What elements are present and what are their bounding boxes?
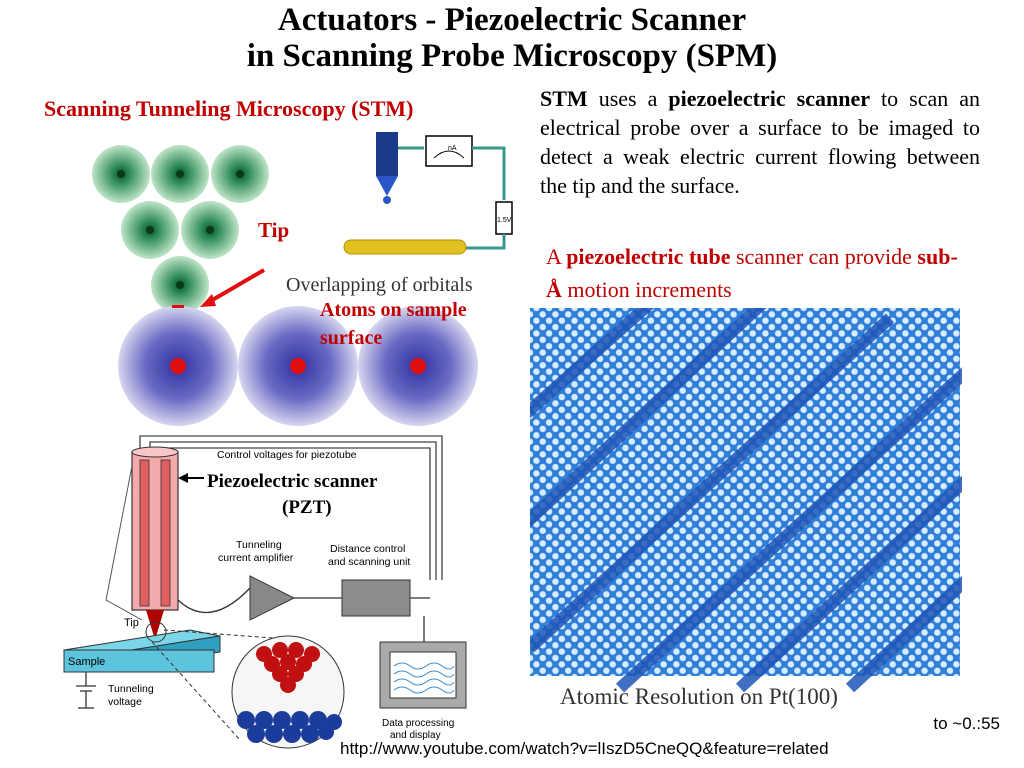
pzt-label-2: (PZT) — [282, 497, 332, 518]
atomic-resolution-image: Atomic Resolution on Pt(100) — [530, 308, 962, 709]
stm-text-2: to scan an electrical probe over a surfa… — [540, 86, 980, 198]
sample-atoms — [118, 305, 478, 426]
piezo-tube — [131, 446, 179, 640]
sub-angstrom-term: sub-Å — [546, 244, 958, 302]
tip-label-circuit: Tip — [124, 617, 139, 629]
overlap-label: Overlapping of orbitals — [286, 274, 473, 296]
sample-label: Sample — [68, 656, 105, 668]
piezo-scanner-term: piezoelectric scanner — [668, 86, 870, 111]
tip-atoms — [92, 145, 269, 314]
data-label-2: and display — [390, 730, 441, 741]
stm-circuit: nA 1.5V — [343, 132, 513, 255]
distance-label-2: and scanning unit — [328, 556, 410, 568]
page-title: Actuators - Piezoelectric Scanner in Sca… — [0, 2, 1024, 74]
data-label-1: Data processing — [382, 718, 454, 729]
tube-term: piezoelectric tube — [566, 244, 731, 269]
tube-note: A piezoelectric tube scanner can provide… — [546, 240, 966, 306]
orbital-figure: nA 1.5V Tip Overlapping of orbitals Atom… — [92, 132, 513, 426]
voltage-label-2: voltage — [108, 696, 142, 708]
stm-heading: Scanning Tunneling Microscopy (STM) — [44, 96, 414, 121]
video-time-note: to ~0.:55 — [933, 714, 1000, 733]
battery-label: 1.5V — [497, 217, 512, 224]
sample-block — [63, 629, 221, 673]
amplifier-label-2: current amplifier — [218, 552, 294, 564]
tube-note-text-1: scanner can provide — [730, 244, 918, 269]
amplifier-icon — [249, 575, 296, 621]
title-line-1: Actuators - Piezoelectric Scanner — [277, 2, 747, 38]
display-monitor-icon — [379, 641, 467, 709]
distance-label-1: Distance control — [330, 543, 405, 555]
atoms-label-1: Atoms on sample — [320, 299, 467, 321]
title-line-2: in Scanning Probe Microscopy (SPM) — [246, 38, 778, 74]
pzt-label-1: Piezoelectric scanner — [207, 471, 378, 492]
tube-note-text-2: motion increments — [561, 277, 732, 302]
video-link[interactable]: http://www.youtube.com/watch?v=lIszD5Cne… — [340, 739, 829, 758]
tip-label: Tip — [258, 218, 289, 242]
amplifier-label-1: Tunneling — [236, 539, 282, 551]
voltage-label-1: Tunneling — [108, 683, 154, 695]
magnified-atoms — [231, 635, 345, 749]
circuit-figure: Control voltages for piezotube Piezoelec… — [63, 435, 467, 749]
overlap-arrow — [200, 268, 266, 307]
meter-label: nA — [448, 145, 457, 152]
afm-caption: Atomic Resolution on Pt(100) — [560, 684, 838, 709]
stm-text-1: uses a — [587, 86, 669, 111]
control-voltage-label: Control voltages for piezotube — [217, 449, 357, 461]
atoms-label-2: surface — [320, 327, 382, 349]
distance-control-box — [341, 579, 411, 617]
stm-term: STM — [540, 86, 588, 111]
tube-note-a: A — [546, 244, 567, 269]
stm-description: STM uses a piezoelectric scanner to scan… — [540, 84, 980, 200]
